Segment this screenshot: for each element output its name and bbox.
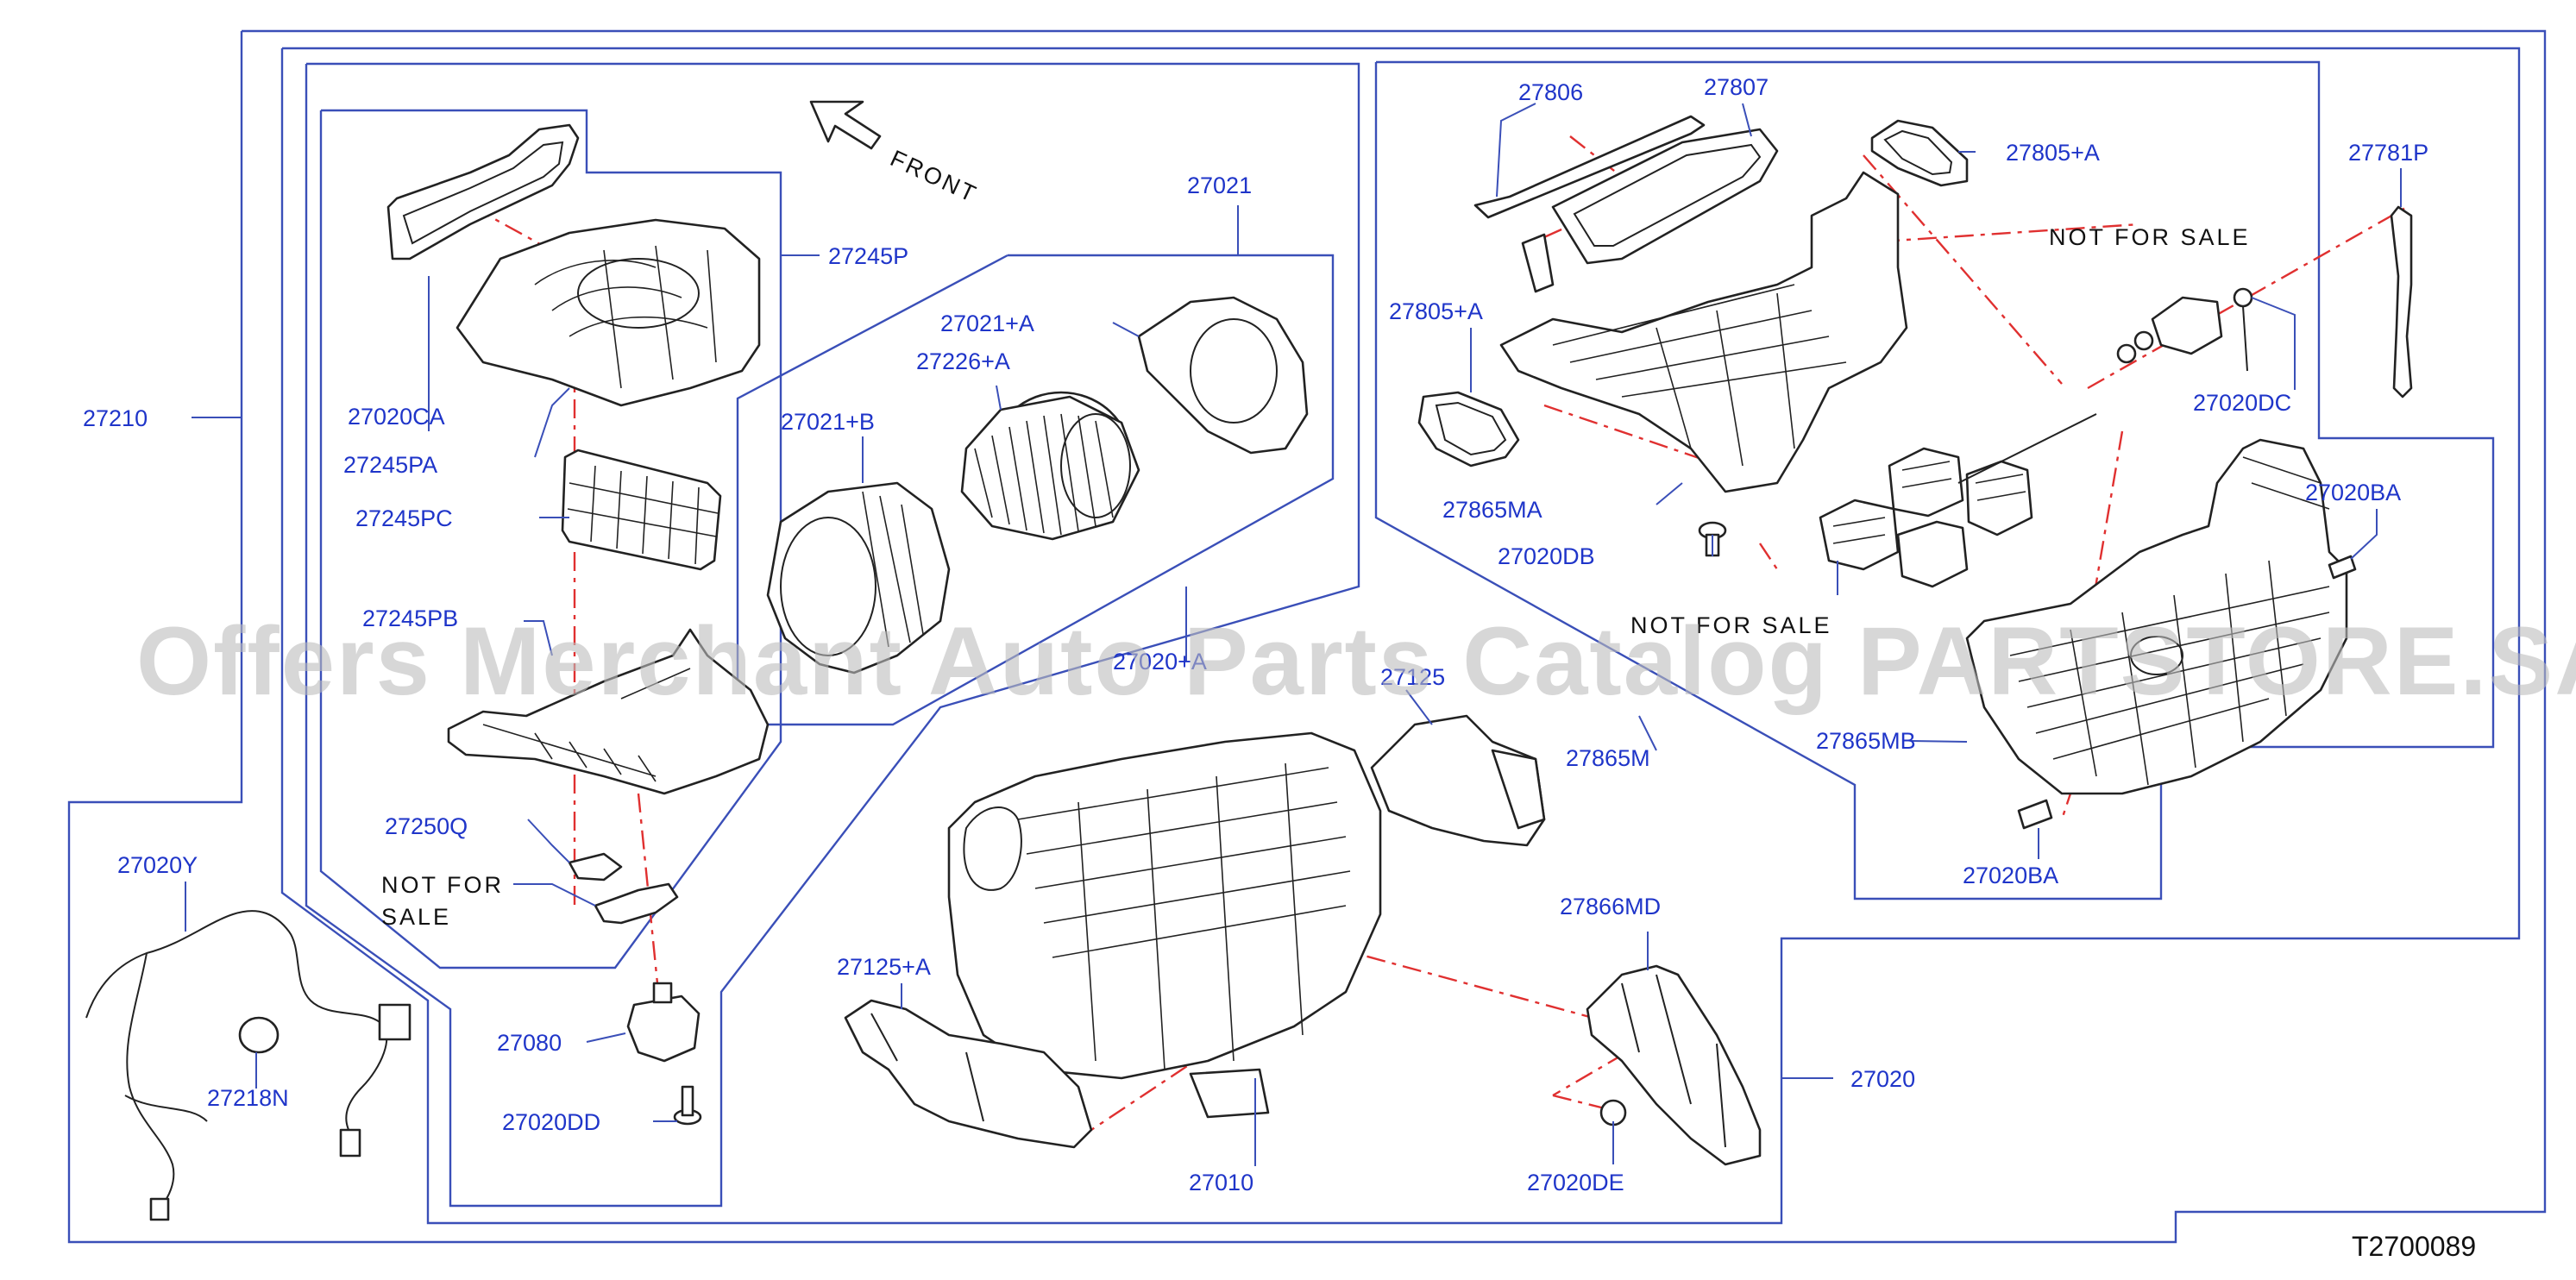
- screw-dd-drawing: [673, 1085, 702, 1126]
- label-27125A: 27125+A: [837, 954, 931, 980]
- label-27021B: 27021+B: [781, 409, 875, 435]
- label-27020BA-top: 27020BA: [2305, 480, 2401, 505]
- label-27020: 27020: [1850, 1066, 1915, 1092]
- label-27020DE: 27020DE: [1527, 1170, 1624, 1195]
- frame-27020: [280, 47, 2521, 1225]
- harness-27020y-drawing: [85, 910, 412, 1221]
- blower-case-drawing: [766, 481, 951, 675]
- label-27020A: 27020+A: [1113, 649, 1207, 675]
- fan-wheel-drawing: [960, 391, 1140, 541]
- screw-db-drawing: [1698, 521, 1727, 557]
- evap-case-main-drawing: [1965, 438, 2348, 795]
- front-label: FRONT: [886, 145, 982, 208]
- label-27245P: 27245P: [828, 243, 908, 269]
- leader-lines: [185, 103, 2402, 1166]
- cable-27781p-drawing: [2390, 205, 2413, 398]
- heater-core-drawing: [1819, 413, 2097, 588]
- duct-27125a-drawing: [844, 999, 1093, 1149]
- label-27807: 27807: [1704, 74, 1769, 100]
- seal-27805a-top-drawing: [1870, 119, 1969, 187]
- not-for-sale-middle: NOT FOR SALE: [1630, 612, 1832, 638]
- label-27781P: 27781P: [2348, 140, 2428, 166]
- label-27020BA-bottom: 27020BA: [1963, 863, 2058, 888]
- frame-27210: [67, 29, 2547, 1244]
- fan-case-upper-drawing: [1137, 296, 1309, 455]
- duct-27125-drawing: [1370, 714, 1546, 847]
- cabin-filter-drawing: [561, 449, 722, 571]
- lower-intake-drawing: [447, 628, 770, 795]
- frame-intake: [319, 109, 782, 969]
- sensor-cluster-drawing: [2116, 287, 2253, 372]
- hvac-unit-drawing: [947, 731, 1382, 1119]
- label-27805A-left: 27805+A: [1389, 298, 1483, 324]
- label-27020DB: 27020DB: [1498, 543, 1595, 569]
- label-27865MA: 27865MA: [1442, 497, 1542, 523]
- label-27226A: 27226+A: [916, 348, 1010, 374]
- not-for-sale-left-line2: SALE: [381, 904, 451, 930]
- seal-27807-drawing: [1551, 128, 1779, 265]
- screw-de-drawing: [1599, 1099, 1627, 1126]
- label-27805A-top: 27805+A: [2006, 140, 2100, 166]
- frame-fan: [736, 254, 1335, 726]
- actuator-drawing: [626, 982, 701, 1063]
- evap-case-upper-drawing: [1499, 171, 1908, 493]
- not-for-sale-top: NOT FOR SALE: [2049, 224, 2251, 250]
- label-27010: 27010: [1189, 1170, 1253, 1195]
- seal-27805a-left-drawing: [1417, 391, 1520, 467]
- label-27125: 27125: [1380, 664, 1445, 690]
- label-27806: 27806: [1518, 79, 1583, 105]
- intake-gasket-drawing: [386, 123, 580, 260]
- label-27021A: 27021+A: [940, 311, 1034, 336]
- diagram-code: T2700089: [2352, 1231, 2476, 1262]
- label-27245PA: 27245PA: [343, 452, 437, 478]
- label-27020Y: 27020Y: [117, 852, 198, 878]
- label-27080: 27080: [497, 1030, 562, 1056]
- label-27250Q: 27250Q: [385, 813, 468, 839]
- label-27210: 27210: [83, 405, 148, 431]
- foam-27806-drawing: [1473, 115, 1706, 293]
- label-27245PB: 27245PB: [362, 605, 458, 631]
- intake-housing-drawing: [456, 218, 761, 407]
- label-27865MB: 27865MB: [1816, 728, 1916, 754]
- frame-blower: [305, 62, 1360, 1208]
- part-labels: 27210 27245P 27020CA 27245PA 27245PC 272…: [83, 74, 2428, 1195]
- not-for-sale-left-line1: NOT FOR: [381, 872, 504, 898]
- label-27865M: 27865M: [1566, 745, 1650, 771]
- front-arrow: FRONT: [809, 100, 982, 208]
- clip-ba-top-drawing: [2328, 555, 2357, 580]
- label-27218N: 27218N: [207, 1085, 289, 1111]
- label-27020DC: 27020DC: [2193, 390, 2291, 416]
- label-27866MD: 27866MD: [1560, 894, 1661, 919]
- label-27020CA: 27020CA: [348, 404, 445, 430]
- label-27021: 27021: [1187, 173, 1252, 198]
- watermark: Offers Merchant Auto Parts Catalog PARTS…: [136, 607, 2576, 715]
- bracket-drawing: [568, 852, 679, 925]
- duct-27866md-drawing: [1586, 964, 1762, 1166]
- label-27245PC: 27245PC: [355, 505, 453, 531]
- clip-ba-bottom-drawing: [2017, 799, 2053, 830]
- label-27020DD: 27020DD: [502, 1109, 600, 1135]
